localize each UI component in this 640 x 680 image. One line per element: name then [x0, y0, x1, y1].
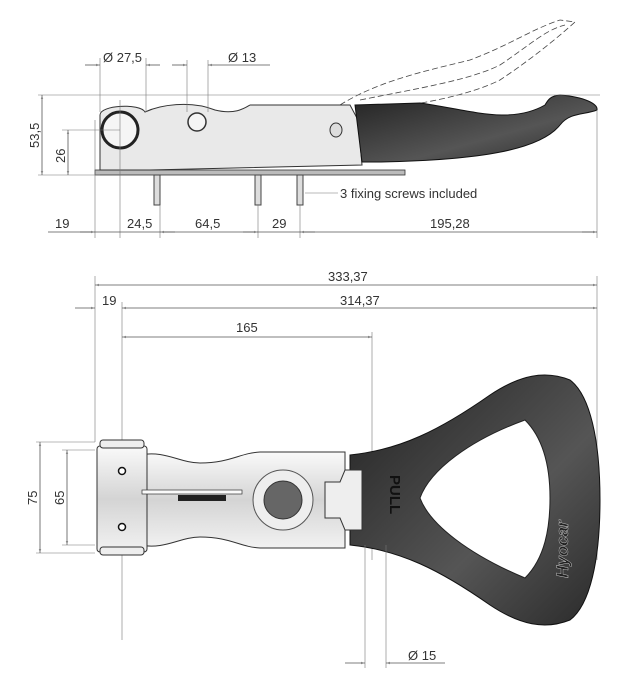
top-view: PULL Hyocar 333,37 19 314,37 165 75 65 Ø…: [25, 269, 601, 668]
dim-total-length: 333,37: [328, 269, 368, 284]
dim-height-pivot: 26: [53, 149, 68, 163]
hinge-hole: [117, 522, 127, 532]
hinge-cap-top: [99, 439, 145, 449]
dim-pivot-to-button: 165: [236, 320, 258, 335]
dim-pivot-to-screw: 24,5: [127, 216, 152, 231]
dim-diameter-button: Ø 15: [408, 648, 436, 663]
screw: [254, 174, 262, 206]
dim-width-inner: 65: [52, 491, 67, 505]
catch: [324, 469, 363, 531]
base-plate: [94, 169, 406, 176]
dim-height-total: 53,5: [27, 123, 42, 148]
dim-offset-left-top: 19: [102, 293, 116, 308]
pull-label: PULL: [386, 475, 403, 514]
dim-offset-left: 19: [55, 216, 69, 231]
dim-screw-spacing-2: 29: [272, 216, 286, 231]
hole-circle: [187, 112, 207, 132]
hinge-block: [96, 445, 148, 553]
slot: [141, 489, 243, 495]
screw: [296, 174, 304, 206]
dim-width-outer: 75: [25, 491, 40, 505]
dim-diameter-pivot: Ø 27,5: [103, 50, 142, 65]
hinge-hole: [117, 466, 127, 476]
dim-screw-spacing-1: 64,5: [195, 216, 220, 231]
handle-lever: [354, 94, 598, 163]
dim-handle-length: 195,28: [430, 216, 470, 231]
latch-body-top: [139, 451, 346, 549]
side-view: Ø 27,5 Ø 13 53,5 26 19 24,5 64,5 29 195,…: [27, 19, 600, 238]
release-button: [263, 480, 303, 520]
handle-opening: [419, 419, 551, 579]
open-position-outline: [339, 19, 576, 111]
dim-diameter-hole: Ø 13: [228, 50, 256, 65]
screws-note: 3 fixing screws included: [340, 186, 477, 201]
rivet: [329, 122, 343, 138]
dim-length-from-pivot: 314,37: [340, 293, 380, 308]
screw: [153, 174, 161, 206]
latch-body: [99, 103, 363, 171]
brand-logo: Hyocar: [553, 519, 572, 578]
open-position-outline-inner: [359, 24, 566, 101]
hinge-cap-bottom: [99, 546, 145, 556]
slot-dark: [178, 495, 226, 501]
